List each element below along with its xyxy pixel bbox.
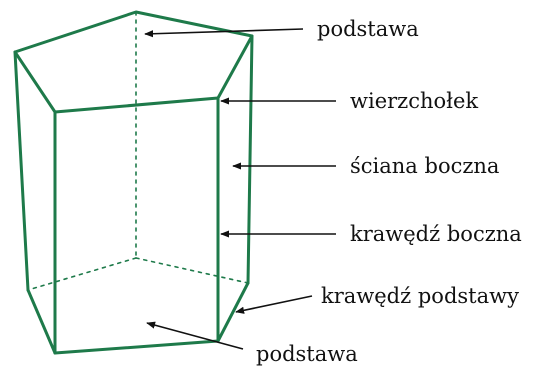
hidden-edges bbox=[27, 11, 249, 291]
visible-edges bbox=[13, 10, 254, 355]
bottom-edge-front bbox=[53, 339, 220, 355]
lateral-edge-left bbox=[13, 50, 30, 292]
bottom-edge-right bbox=[216, 281, 250, 343]
lateral-edge-right bbox=[246, 34, 254, 285]
label-lateral-face: ściana boczna bbox=[350, 154, 499, 178]
bottom-edge-left bbox=[26, 288, 57, 355]
label-base-edge: krawędź podstawy bbox=[321, 284, 519, 308]
pointers bbox=[144, 28, 336, 350]
label-top-base: podstawa bbox=[317, 17, 419, 41]
hidden-base-edge-right bbox=[135, 257, 249, 284]
label-lateral-edge: krawędź boczna bbox=[350, 222, 522, 246]
pointer-bottom-base bbox=[146, 321, 244, 350]
label-vertex: wierzchołek bbox=[350, 89, 478, 113]
pointer-top-base bbox=[144, 28, 304, 38]
pointer-base-edge bbox=[235, 295, 313, 314]
labels: podstawa wierzchołek ściana boczna krawę… bbox=[256, 17, 522, 366]
hidden-base-edge-left bbox=[27, 257, 137, 291]
top-base-face bbox=[13, 10, 254, 114]
label-bottom-base: podstawa bbox=[256, 342, 358, 366]
